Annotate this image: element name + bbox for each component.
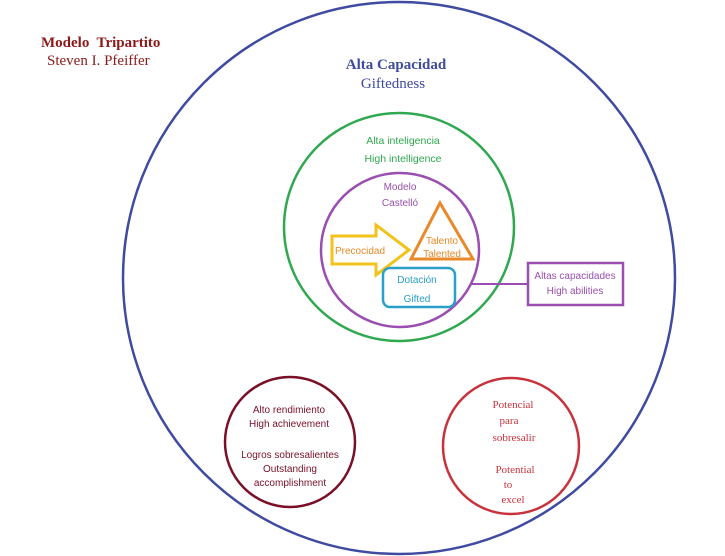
- potential-circle: [441, 376, 581, 516]
- gifted-label-es: Dotación: [397, 275, 436, 286]
- intelligence-label-es: Alta inteligencia: [366, 135, 440, 147]
- high-abilities-label-es: Altas capacidades: [534, 271, 615, 282]
- high-abilities-label-en: High abilities: [547, 286, 604, 297]
- precocity-label: Precocidad: [335, 246, 385, 257]
- achievement-label-3: Logros sobresalientes: [241, 450, 339, 461]
- potential-label-3: sobresalir: [493, 432, 536, 444]
- model-author: Steven I. Pfeiffer: [47, 53, 150, 69]
- potential-label-1: Potencial: [493, 399, 534, 411]
- model-title: Modelo Tripartito: [41, 35, 160, 51]
- high-abilities-box: [526, 261, 625, 307]
- potential-label-5: to: [504, 479, 513, 491]
- precocity-arrow: [330, 221, 412, 279]
- talent-triangle: [408, 199, 476, 261]
- talent-label-es: Talento: [426, 236, 459, 247]
- potential-label-6: excel: [501, 494, 524, 506]
- giftedness-subtitle: Giftedness: [361, 76, 425, 92]
- giftedness-title: Alta Capacidad: [346, 57, 447, 73]
- achievement-label-4: Outstanding: [263, 464, 317, 475]
- gifted-label-en: Gifted: [404, 294, 431, 305]
- potential-label-2: para: [500, 415, 519, 427]
- achievement-label-2: High achievement: [249, 419, 329, 430]
- castello-circle: [319, 171, 481, 329]
- potential-label-4: Potential: [495, 464, 534, 476]
- achievement-circle: [223, 375, 357, 509]
- castello-label-2: Castelló: [382, 198, 419, 209]
- castello-label-1: Modelo: [384, 182, 417, 193]
- gifted-box: [381, 266, 457, 309]
- talent-label-en: Talented: [423, 249, 461, 260]
- giftedness-circle: [121, 0, 677, 556]
- achievement-label-1: Alto rendimiento: [253, 405, 326, 416]
- intelligence-circle: [282, 111, 516, 343]
- intelligence-label-en: High intelligence: [364, 153, 441, 165]
- achievement-label-5: accomplishment: [254, 478, 326, 489]
